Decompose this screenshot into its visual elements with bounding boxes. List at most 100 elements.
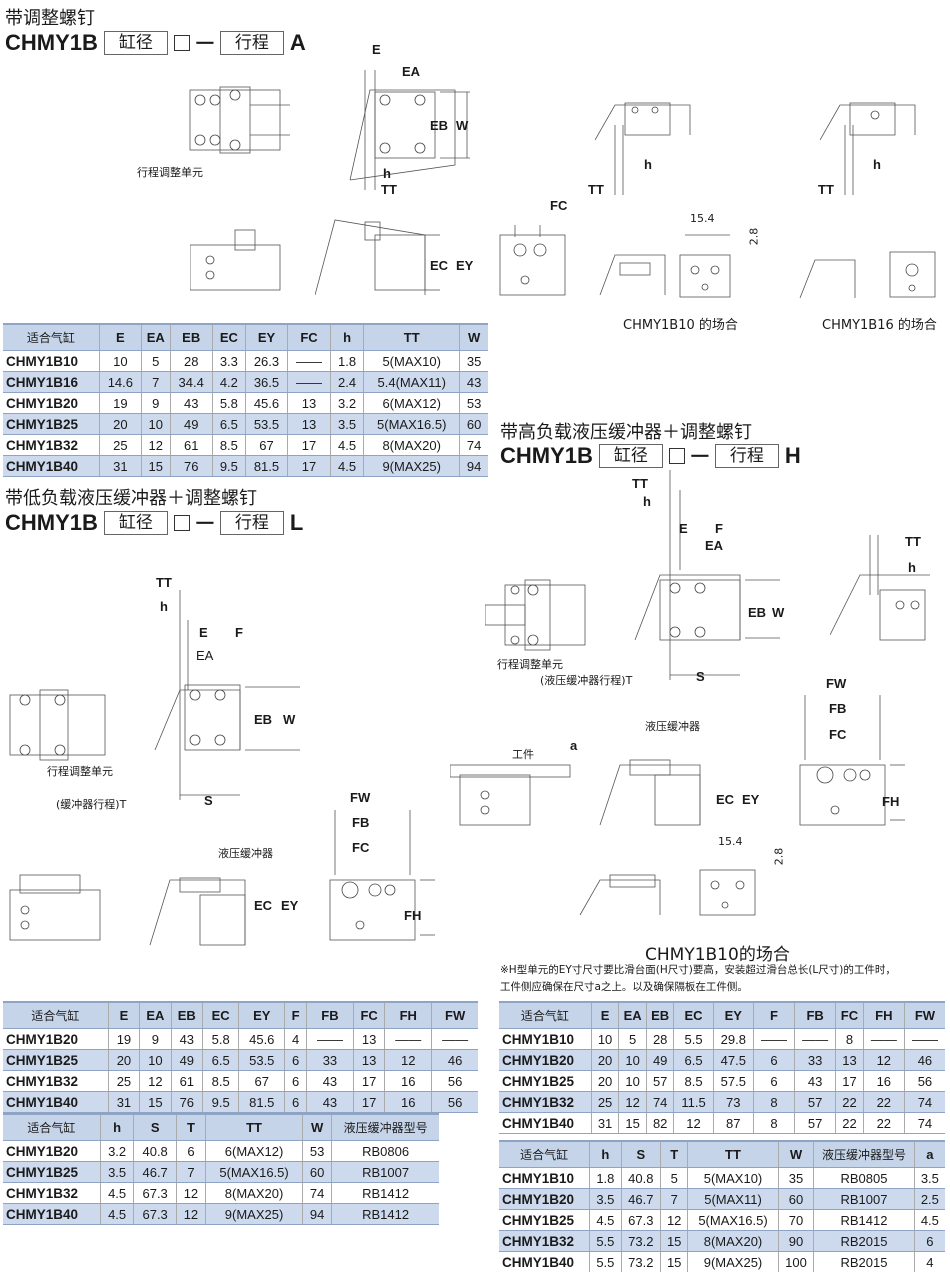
value-cell: 43	[459, 371, 488, 393]
value-cell: 43	[170, 392, 213, 414]
value-cell: 6	[914, 1230, 945, 1252]
stroke-box: 行程	[219, 31, 284, 55]
column-header: 适合气缸	[3, 323, 100, 351]
value-cell: 10	[618, 1070, 647, 1092]
column-header: FW	[431, 1001, 478, 1029]
value-cell: 40.8	[133, 1140, 177, 1162]
value-cell: 81.5	[238, 1091, 286, 1113]
dim-15-4: 15.4	[690, 212, 715, 225]
model-cell: CHMY1B10	[499, 1167, 591, 1189]
value-cell: 4.2	[212, 371, 246, 393]
column-header: W	[459, 323, 488, 351]
value-cell: 5(MAX16.5)	[363, 413, 461, 435]
column-header: S	[133, 1113, 177, 1141]
value-cell: 5.8	[212, 392, 246, 414]
section-l-title: 带低负载液压缓冲器＋调整螺钉	[5, 488, 257, 509]
value-cell: 10	[618, 1049, 647, 1071]
value-cell: 94	[459, 455, 488, 477]
value-cell: 5	[141, 350, 171, 372]
dim-ec: EC	[716, 792, 735, 807]
dim-b10-h: h	[644, 157, 652, 172]
dim-ea: EA	[705, 538, 724, 553]
value-cell: 94	[302, 1203, 333, 1225]
column-header: TT	[205, 1113, 304, 1141]
value-cell: 9	[139, 1028, 172, 1050]
value-cell: 6(MAX12)	[205, 1140, 304, 1162]
model-cell: CHMY1B40	[3, 1203, 101, 1225]
value-cell: 12	[673, 1112, 714, 1134]
value-cell: 57	[794, 1091, 837, 1113]
model-cell: CHMY1B20	[3, 392, 100, 414]
column-header: EY	[245, 323, 289, 351]
value-cell: 4.5	[589, 1209, 622, 1231]
value-cell: 10	[99, 350, 142, 372]
value-cell: 8.5	[212, 434, 246, 456]
value-cell: 6	[284, 1070, 307, 1092]
column-header: EC	[202, 1001, 240, 1029]
value-cell: 8	[835, 1028, 864, 1050]
drawing-b10-top	[595, 102, 691, 195]
value-cell: 9.5	[212, 455, 246, 477]
value-cell: 19	[99, 392, 142, 414]
value-cell: 35	[459, 350, 488, 372]
value-cell: 20	[99, 413, 142, 435]
value-cell: 33	[794, 1049, 837, 1071]
value-cell: 9	[141, 392, 171, 414]
value-cell: 22	[835, 1112, 864, 1134]
dim-tt: TT	[156, 575, 172, 590]
column-header: EB	[170, 323, 213, 351]
value-cell: 28	[646, 1028, 675, 1050]
caption-h-b10: CHMY1B10的场合	[645, 945, 790, 965]
value-cell: 56	[904, 1070, 945, 1092]
shock-absorber-label: 液压缓冲器	[218, 847, 273, 860]
dim-e: E	[372, 42, 381, 57]
value-cell: 60	[778, 1188, 815, 1210]
model-cell: CHMY1B32	[499, 1091, 592, 1113]
value-cell: RB1007	[331, 1161, 439, 1183]
value-cell: 74	[646, 1091, 675, 1113]
value-cell: 45.6	[245, 392, 289, 414]
drawing-l-front	[329, 810, 435, 941]
column-header: EB	[646, 1001, 675, 1029]
column-header: T	[176, 1113, 206, 1141]
value-cell: 46.7	[133, 1161, 177, 1183]
value-cell: 5	[618, 1028, 647, 1050]
value-cell: 35	[778, 1167, 815, 1189]
value-cell: 14.6	[99, 371, 142, 393]
value-cell: 90	[778, 1230, 815, 1252]
column-header: h	[589, 1140, 622, 1168]
value-cell: 67.3	[621, 1209, 662, 1231]
value-cell: 46	[431, 1049, 478, 1071]
drawing-h-dimension	[634, 470, 780, 680]
value-cell: 8.5	[202, 1070, 240, 1092]
value-cell: 57	[794, 1112, 837, 1134]
dim-tt2: TT	[905, 534, 921, 549]
column-header: E	[591, 1001, 620, 1029]
dim-s: S	[204, 793, 213, 808]
dim-fb: FB	[352, 815, 370, 830]
section-h-model-code: CHMY1B 缸径 一 行程 H	[500, 443, 801, 469]
value-cell: 17	[287, 434, 331, 456]
value-cell: 15	[141, 455, 171, 477]
dim-fh: FH	[404, 908, 422, 923]
section-a-model-code: CHMY1B 缸径 一 行程 A	[5, 30, 306, 56]
value-cell: 9(MAX25)	[687, 1251, 779, 1272]
model-cell: CHMY1B10	[499, 1028, 592, 1050]
drawing-h-side2	[599, 759, 701, 826]
note-line-2: 工件侧应确保在尺寸a之上。以及确保隔板在工件侧。	[500, 981, 748, 993]
drawing-front-view-a	[499, 225, 566, 296]
drawing-h-side	[450, 764, 571, 826]
dim-t: (液压缓冲器行程)T	[540, 674, 633, 687]
dim-fb: FB	[829, 701, 847, 716]
value-cell: 67	[238, 1070, 286, 1092]
